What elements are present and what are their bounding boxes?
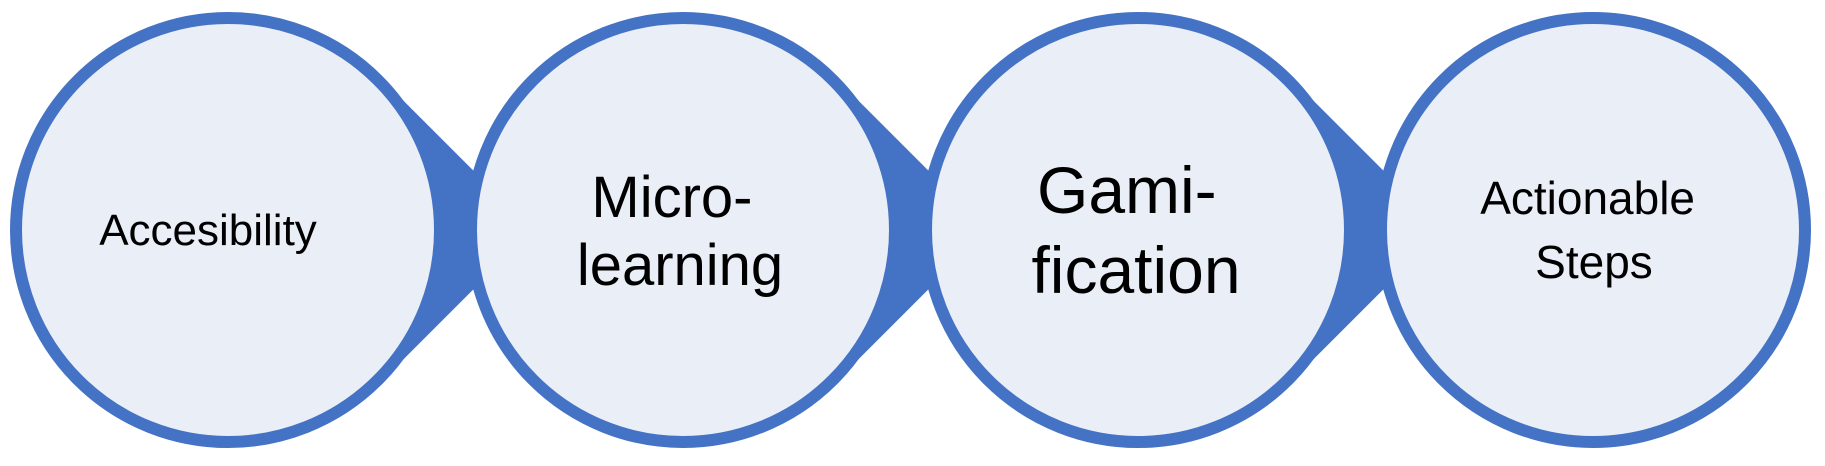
stage-label-line-2: learning — [577, 233, 783, 298]
stage-circle — [1375, 12, 1811, 448]
stage-circle — [10, 12, 446, 448]
stage-label-line-1: Actionable — [1480, 172, 1695, 224]
stage-label: Gami- fication — [1031, 153, 1240, 307]
stage-label-line-1: Accesibility — [99, 206, 317, 255]
stage-gamification: Gami- fication — [920, 12, 1452, 448]
stage-actionable-steps: Actionable Steps — [1375, 12, 1811, 448]
stage-accessibility: Accesibility — [10, 12, 542, 448]
stage-circle — [920, 12, 1356, 448]
stage-label: Accesibility — [99, 206, 317, 255]
stage-label: Actionable Steps — [1480, 172, 1708, 288]
stage-micro-learning: Micro- learning — [465, 12, 997, 448]
stage-label: Micro- learning — [577, 165, 783, 298]
stage-label-line-2: Steps — [1535, 236, 1653, 288]
stage-circle — [465, 12, 901, 448]
stage-label-line-1: Micro- — [591, 165, 752, 230]
stage-label-line-1: Gami- — [1037, 153, 1217, 227]
stage-label-line-2: fication — [1031, 233, 1240, 307]
